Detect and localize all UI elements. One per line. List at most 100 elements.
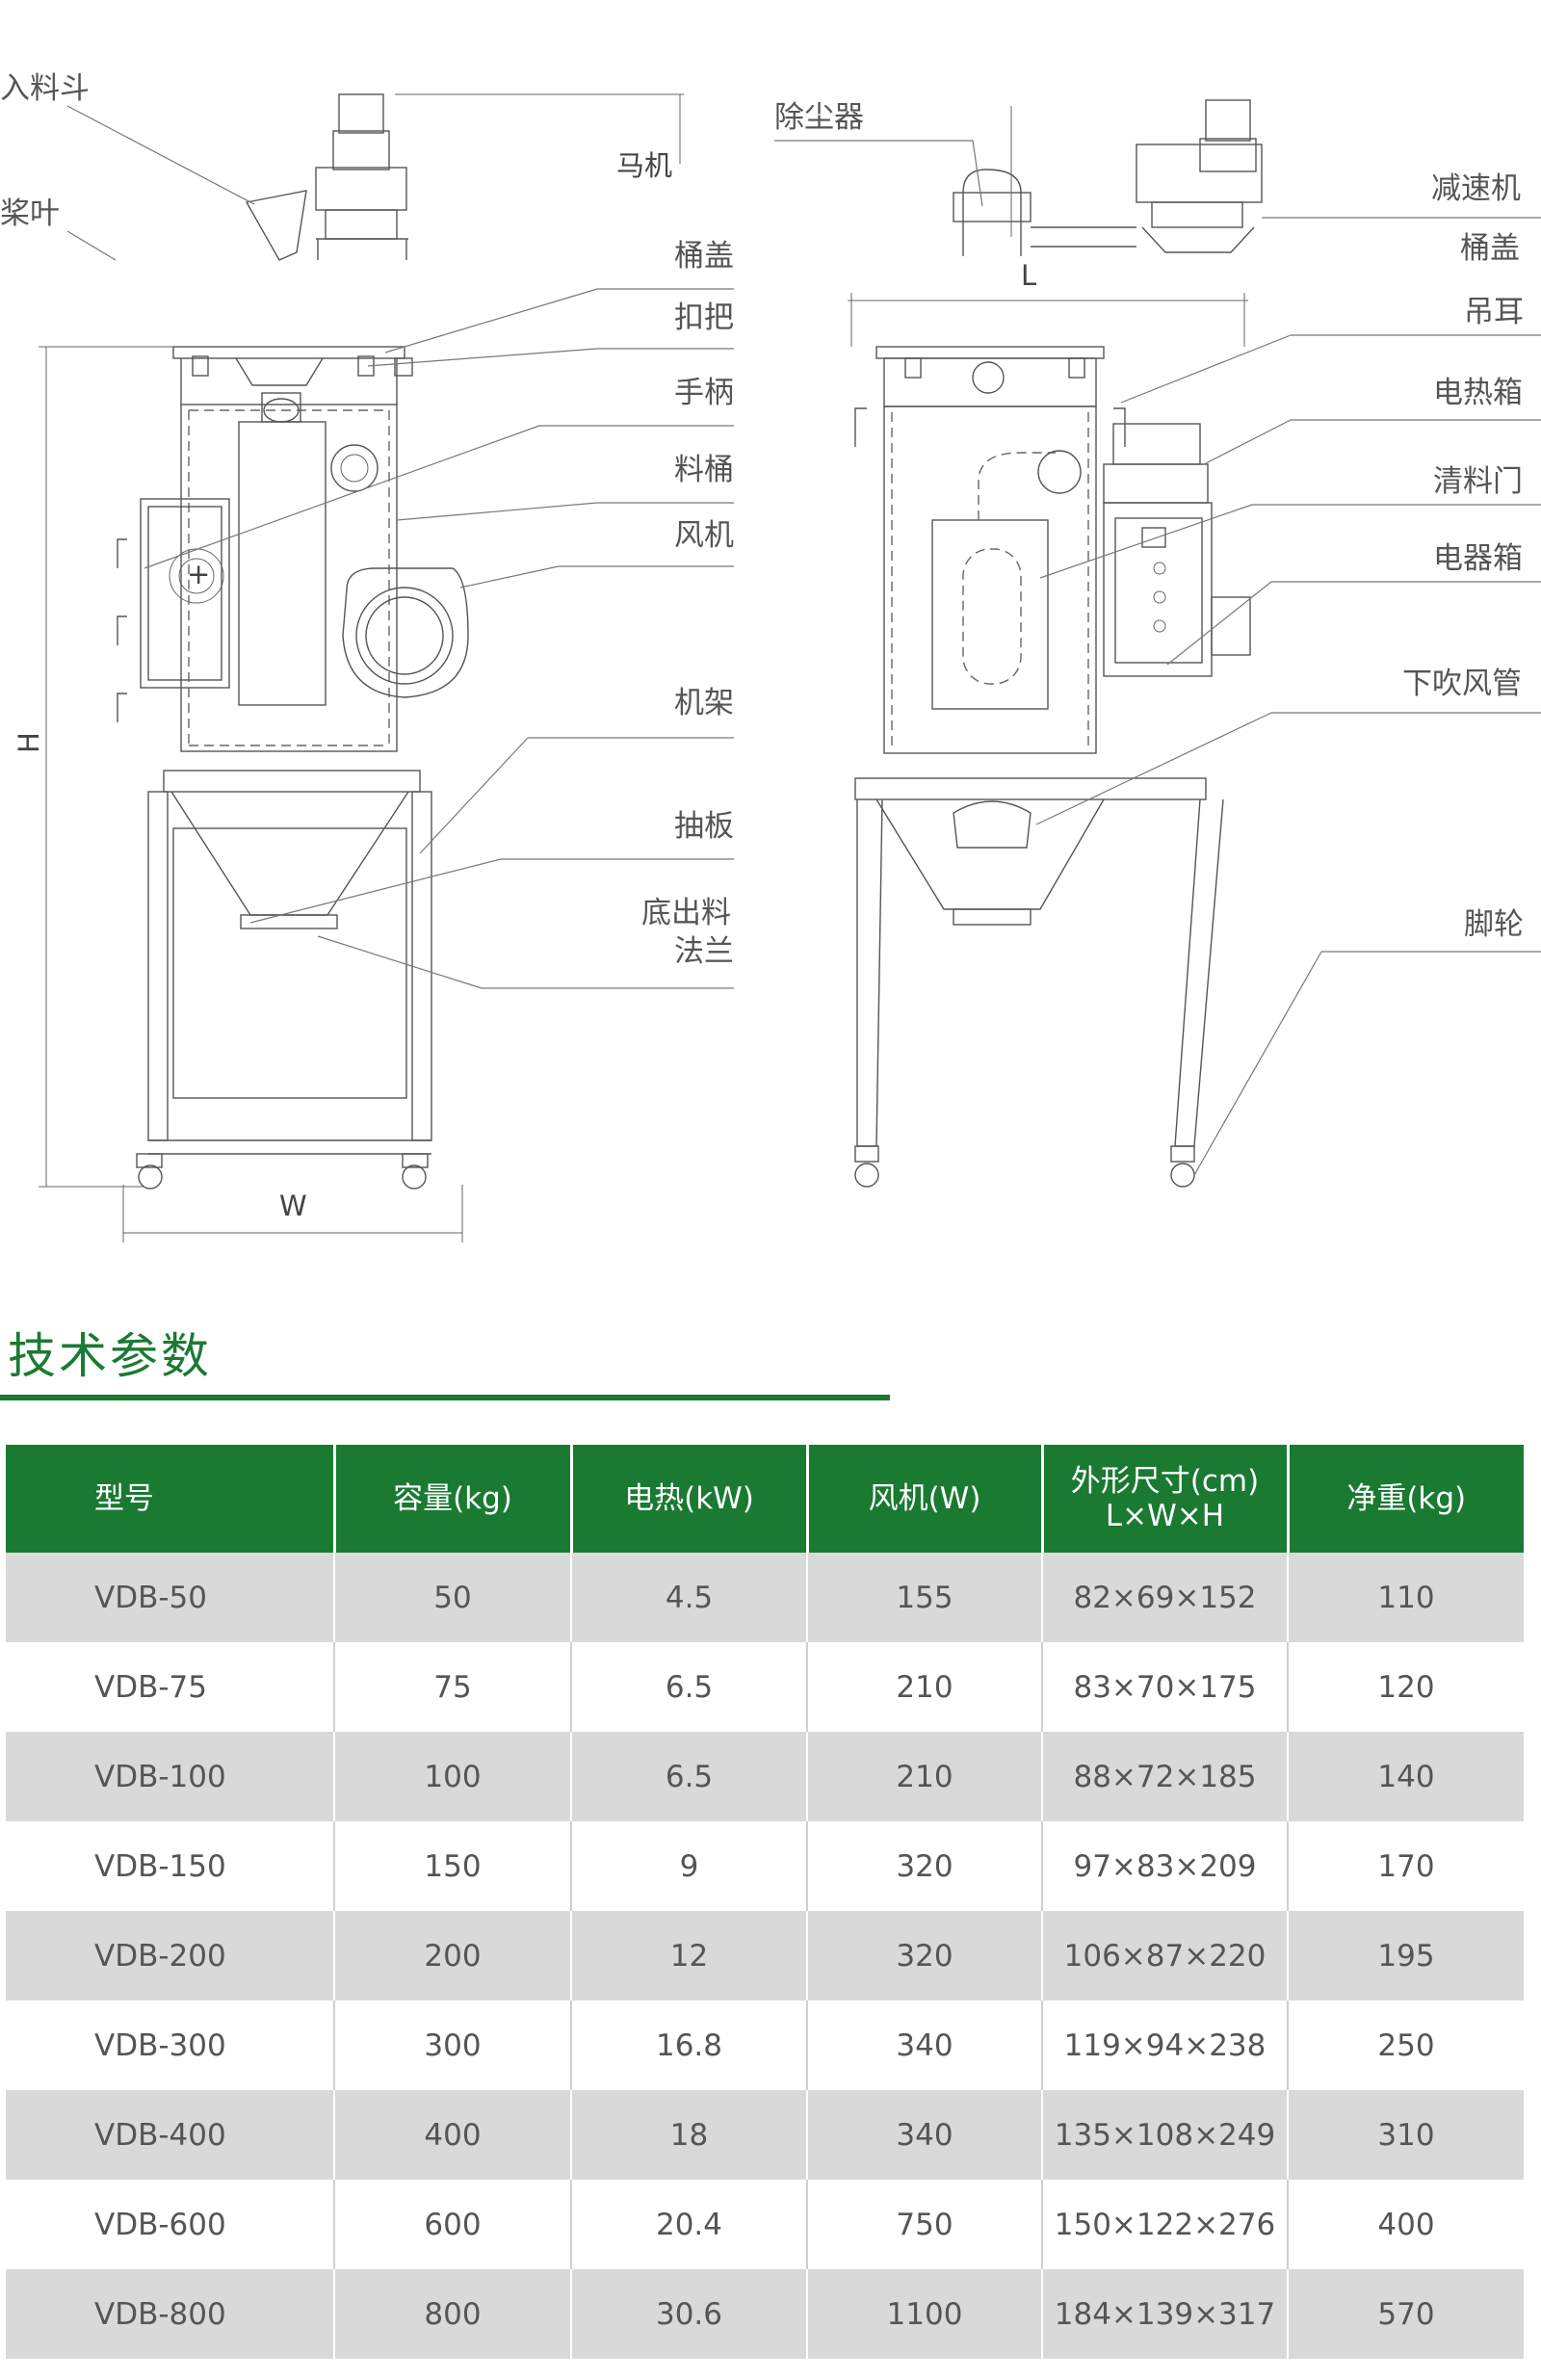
table-row: VDB-400 400 18 340 135×108×249 310 — [6, 2090, 1524, 2180]
callout-handle: 手柄 — [674, 376, 734, 410]
technical-drawing: 马机 + — [0, 71, 1541, 1242]
cell-net-weight: 400 — [1288, 2180, 1524, 2269]
cell-dimensions: 106×87×220 — [1042, 1911, 1289, 2001]
cell-model: VDB-150 — [6, 1821, 335, 1911]
spec-table: 型号 容量(kg) 电热(kW) 风机(W) 外形尺寸(cm) L×W×H 净重… — [6, 1445, 1524, 2359]
callout-clasp: 扣把 — [674, 301, 734, 335]
svg-text:+: + — [187, 558, 210, 590]
cell-fan: 320 — [807, 1911, 1043, 2001]
cell-fan: 210 — [807, 1732, 1043, 1821]
header-fan: 风机(W) — [807, 1445, 1044, 1553]
cell-net-weight: 120 — [1288, 1642, 1524, 1732]
cell-fan: 320 — [807, 1821, 1043, 1911]
cell-heater: 18 — [571, 2090, 808, 2180]
callout-heater-box: 电热箱 — [1433, 376, 1523, 410]
cell-capacity: 800 — [334, 2269, 572, 2359]
header-dimensions-sub: L×W×H — [1105, 1499, 1225, 1533]
cell-capacity: 200 — [334, 1911, 572, 2001]
cell-model: VDB-50 — [6, 1553, 335, 1642]
callout-bucket-lid-right: 桶盖 — [1460, 231, 1520, 266]
cell-model: VDB-200 — [6, 1911, 335, 2001]
right-callouts: 除尘器 减速机 桶盖 吊耳 电热箱 清料门 电器箱 下吹风管 脚轮 — [774, 100, 1541, 1176]
cell-fan: 340 — [807, 2090, 1043, 2180]
cell-dimensions: 135×108×249 — [1042, 2090, 1289, 2180]
callout-electric-box: 电器箱 — [1433, 541, 1523, 576]
cell-dimensions: 88×72×185 — [1042, 1732, 1289, 1821]
table-row: VDB-300 300 16.8 340 119×94×238 250 — [6, 2001, 1524, 2090]
cell-fan: 750 — [807, 2180, 1043, 2269]
dimension-l: L — [1021, 259, 1036, 292]
dimension-h: H — [13, 732, 45, 753]
svg-text:马机: 马机 — [616, 149, 672, 182]
cell-heater: 16.8 — [571, 2001, 808, 2090]
table-row: VDB-150 150 9 320 97×83×209 170 — [6, 1821, 1524, 1911]
cell-model: VDB-800 — [6, 2269, 335, 2359]
cell-model: VDB-100 — [6, 1732, 335, 1821]
table-row: VDB-200 200 12 320 106×87×220 195 — [6, 1911, 1524, 2001]
callout-paddle: 桨叶 — [0, 196, 60, 231]
cell-heater: 20.4 — [571, 2180, 808, 2269]
cell-net-weight: 570 — [1288, 2269, 1524, 2359]
callout-clean-door: 清料门 — [1433, 464, 1523, 499]
callout-lifting-lug: 吊耳 — [1464, 295, 1524, 329]
cell-fan: 1100 — [807, 2269, 1043, 2359]
cell-capacity: 300 — [334, 2001, 572, 2090]
cell-capacity: 50 — [334, 1553, 572, 1642]
cell-capacity: 100 — [334, 1732, 572, 1821]
left-machine-drawing: 马机 + — [0, 71, 684, 1242]
cell-capacity: 600 — [334, 2180, 572, 2269]
cell-capacity: 150 — [334, 1821, 572, 1911]
header-capacity: 容量(kg) — [334, 1445, 573, 1553]
cell-net-weight: 110 — [1288, 1553, 1524, 1642]
left-casters — [136, 1153, 429, 1190]
callout-down-blow-pipe: 下吹风管 — [1402, 667, 1522, 701]
header-model: 型号 — [6, 1445, 336, 1553]
cell-model: VDB-75 — [6, 1642, 335, 1732]
callout-bucket: 料桶 — [674, 453, 734, 487]
cell-dimensions: 184×139×317 — [1042, 2269, 1289, 2359]
cell-net-weight: 140 — [1288, 1732, 1524, 1821]
cell-dimensions: 83×70×175 — [1042, 1642, 1289, 1732]
cell-heater: 30.6 — [571, 2269, 808, 2359]
header-net-weight: 净重(kg) — [1288, 1445, 1524, 1553]
cell-dimensions: 150×122×276 — [1042, 2180, 1289, 2269]
cell-fan: 340 — [807, 2001, 1043, 2090]
dimension-w: W — [279, 1190, 307, 1222]
cell-capacity: 75 — [334, 1642, 572, 1732]
table-row: VDB-50 50 4.5 155 82×69×152 110 — [6, 1553, 1524, 1642]
right-casters — [854, 1145, 1195, 1188]
callout-fan: 风机 — [674, 518, 734, 553]
cell-model: VDB-400 — [6, 2090, 335, 2180]
cell-heater: 6.5 — [571, 1642, 808, 1732]
cell-net-weight: 195 — [1288, 1911, 1524, 2001]
callout-hopper: 入料斗 — [0, 71, 90, 106]
cell-heater: 9 — [571, 1821, 808, 1911]
cell-heater: 12 — [571, 1911, 808, 2001]
table-row: VDB-600 600 20.4 750 150×122×276 400 — [6, 2180, 1524, 2269]
cell-dimensions: 97×83×209 — [1042, 1821, 1289, 1911]
right-machine-drawing: L — [848, 99, 1263, 1188]
section-title-underline — [0, 1395, 890, 1400]
callout-drawer-plate: 抽板 — [674, 809, 734, 844]
table-row: VDB-800 800 30.6 1100 184×139×317 570 — [6, 2269, 1524, 2359]
callout-bucket-lid: 桶盖 — [674, 239, 734, 274]
table-row: VDB-75 75 6.5 210 83×70×175 120 — [6, 1642, 1524, 1732]
cell-fan: 155 — [807, 1553, 1043, 1642]
cell-fan: 210 — [807, 1642, 1043, 1732]
callout-dust-collector: 除尘器 — [774, 100, 864, 135]
cell-net-weight: 250 — [1288, 2001, 1524, 2090]
header-dimensions-label: 外形尺寸(cm) — [1070, 1464, 1260, 1499]
cell-model: VDB-300 — [6, 2001, 335, 2090]
cell-dimensions: 119×94×238 — [1042, 2001, 1289, 2090]
middle-callouts: 桶盖 扣把 手柄 料桶 风机 机架 抽板 底出料 法兰 — [144, 239, 734, 989]
callout-bottom-outlet-2: 法兰 — [674, 934, 734, 969]
callout-reducer: 减速机 — [1431, 171, 1521, 206]
cell-model: VDB-600 — [6, 2180, 335, 2269]
header-dimensions: 外形尺寸(cm) L×W×H — [1042, 1445, 1290, 1553]
cell-dimensions: 82×69×152 — [1042, 1553, 1289, 1642]
header-heater: 电热(kW) — [571, 1445, 809, 1553]
callout-frame: 机架 — [674, 686, 734, 720]
section-title: 技术参数 — [8, 1328, 212, 1384]
cell-capacity: 400 — [334, 2090, 572, 2180]
table-row: VDB-100 100 6.5 210 88×72×185 140 — [6, 1732, 1524, 1821]
